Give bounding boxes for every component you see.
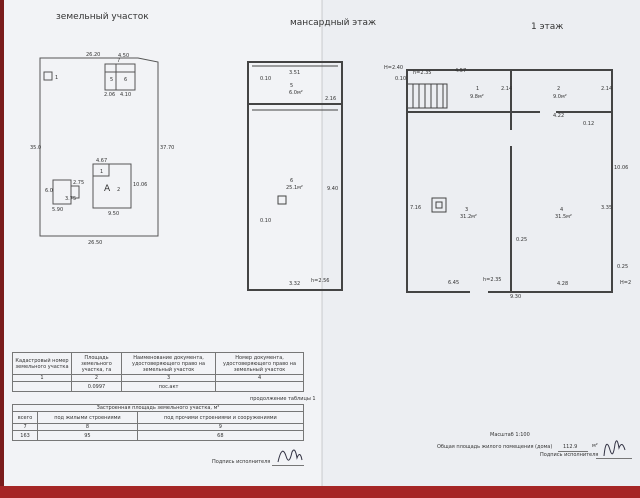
header-attic-floor: мансардный этаж	[290, 18, 377, 28]
dim: 4.57	[455, 68, 467, 74]
cell: пос.акт	[121, 381, 217, 392]
room-6-area: 25.1м²	[286, 185, 303, 191]
dim: 37.70	[160, 145, 175, 151]
land-plot-boundary	[39, 57, 159, 237]
dim: H=2.40	[384, 65, 404, 71]
plot-label: 6	[124, 77, 128, 83]
plot-label: 1	[55, 75, 59, 81]
page-fold	[321, 0, 323, 488]
scale-label: Масштаб 1:100	[490, 432, 530, 438]
dim: 6.0	[45, 188, 53, 194]
dim: H=2	[620, 280, 632, 286]
staircase	[406, 83, 448, 109]
plot-label: 7	[117, 58, 121, 64]
right-page	[322, 0, 640, 488]
dim: 26.50	[88, 240, 103, 246]
dim: 2.14	[601, 86, 613, 92]
dim: 2.16	[325, 96, 337, 102]
dim: 0.12	[583, 121, 595, 127]
dim: 26.20	[86, 52, 101, 58]
room-1-num: 1	[476, 86, 480, 92]
dim: 4.28	[557, 281, 569, 287]
dim: 2.06	[104, 92, 116, 98]
dim: 0.10	[260, 76, 272, 82]
dim: 2.75	[73, 180, 85, 186]
plot-label: 5	[110, 77, 114, 83]
house-letter: А	[104, 184, 111, 194]
house-outline	[92, 163, 132, 209]
signature-line-right	[596, 458, 632, 459]
first-floor-outer-wall	[406, 69, 613, 293]
dim: 4.50	[118, 53, 130, 59]
plot-label: 1	[100, 169, 104, 175]
room-4-num: 4	[560, 207, 564, 213]
dim: 10.06	[614, 165, 629, 171]
outbuilding-outline	[104, 63, 136, 91]
dim: h=2.35	[483, 277, 502, 283]
dim: 4.67	[96, 158, 108, 164]
dim: 5.90	[52, 207, 64, 213]
room-4-area: 31.5м²	[555, 214, 572, 220]
land-plot-plan	[39, 57, 159, 237]
cell: 68	[136, 430, 305, 441]
dim: 9.30	[510, 294, 522, 300]
dim: 2.14	[501, 86, 513, 92]
dim: 3.75	[65, 196, 77, 202]
total-area-underline	[558, 451, 588, 452]
dim: 3.51	[289, 70, 301, 76]
room-2-area: 9.0м²	[553, 94, 567, 100]
room-3-area: 31.2м²	[460, 214, 477, 220]
dim: 3.32	[289, 281, 301, 287]
dim: 7.16	[410, 205, 422, 211]
cell	[215, 381, 304, 392]
signature-label-right: Подпись исполнителя	[540, 452, 599, 458]
built-area-table: Застроенная площадь земельного участка, …	[11, 404, 305, 441]
dim: 3.35	[601, 205, 613, 211]
chimney-attic	[277, 195, 287, 205]
attic-outer-wall	[247, 61, 343, 291]
dim: h=2.56	[311, 278, 330, 284]
first-floor-plan	[406, 69, 613, 293]
dim: 0.10	[260, 218, 272, 224]
stove-first-floor	[431, 197, 447, 213]
plot-label: 2	[117, 187, 121, 193]
room-1-area: 9.8м²	[470, 94, 484, 100]
dim: 10.06	[133, 182, 148, 188]
dim: 9.50	[108, 211, 120, 217]
cell: 163	[11, 430, 39, 441]
dim: 6.45	[448, 280, 460, 286]
header-land-plot: земельный участок	[56, 12, 149, 22]
dim: 4.10	[120, 92, 132, 98]
room-3-num: 3	[465, 207, 469, 213]
room-5-num: 5	[290, 83, 294, 89]
dim: 35.0	[30, 145, 42, 151]
total-area-value: 112.9	[563, 444, 578, 450]
continuation-note: продолжение таблицы 1	[250, 396, 316, 402]
signature-line-left	[272, 465, 304, 466]
room-5-area: 6.0м²	[289, 90, 303, 96]
attic-floor-plan	[247, 61, 343, 291]
cadastral-table: Кадастровый номер земельного участка Пло…	[12, 352, 304, 392]
header-first-floor: 1 этаж	[531, 22, 564, 32]
background-fabric	[0, 486, 640, 498]
doorway-gaps	[470, 110, 556, 294]
dim: 9.40	[327, 186, 339, 192]
col-header: Наименование документа, удостоверяющего …	[121, 352, 217, 375]
dim: 0.25	[617, 264, 629, 270]
total-area-label: Общая площадь жилого помещения (дома)	[437, 444, 553, 450]
room-6-num: 6	[290, 178, 294, 184]
dim: 4.22	[553, 113, 565, 119]
total-area-unit: м²	[592, 443, 598, 449]
room-2-num: 2	[557, 86, 561, 92]
dim: 0.10	[395, 76, 407, 82]
signature-label-left: Подпись исполнителя	[212, 459, 271, 465]
dim: 0.25	[516, 237, 528, 243]
dim: h=2.35	[413, 70, 432, 76]
